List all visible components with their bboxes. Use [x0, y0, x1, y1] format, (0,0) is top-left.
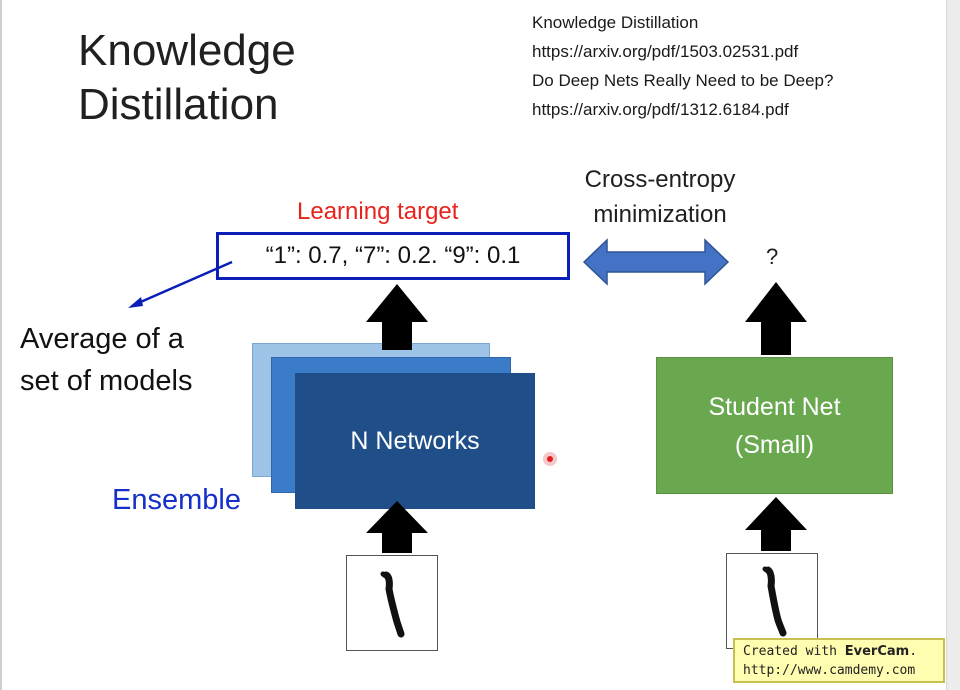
- learning-target-label: Learning target: [297, 198, 459, 225]
- watermark-line-1: Created with EverCam.: [743, 642, 943, 661]
- handwritten-digit-one-icon: [380, 571, 405, 638]
- watermark-brand: EverCam: [844, 644, 910, 659]
- average-of-models-label: Average of a set of models: [20, 318, 192, 402]
- cross-entropy-label: Cross-entropy minimization: [560, 162, 760, 232]
- average-line-2: set of models: [20, 365, 193, 397]
- reference-title-2: Do Deep Nets Really Need to be Deep?: [532, 71, 834, 90]
- watermark-suffix: .: [909, 644, 918, 659]
- teacher-networks-label: N Networks: [350, 426, 480, 455]
- slide-left-edge: [0, 0, 2, 690]
- student-output-placeholder: ?: [766, 244, 779, 269]
- average-line-1: Average of a: [20, 323, 184, 355]
- pointer-arrowhead-icon: [128, 297, 143, 308]
- watermark-url: http://www.camdemy.com: [743, 663, 916, 678]
- pointer-line: [135, 260, 233, 306]
- arrow-up-icon: [745, 282, 807, 355]
- watermark-prefix: Created with: [743, 644, 845, 659]
- reference-link-1: https://arxiv.org/pdf/1503.02531.pdf: [532, 42, 799, 61]
- handwritten-digit-one-icon: [762, 566, 787, 637]
- student-net-line-1: Student Net: [708, 392, 841, 421]
- teacher-networks-box: N Networks: [295, 373, 535, 509]
- student-net-box: Student Net (Small): [656, 357, 893, 494]
- references: Knowledge Distillation https://arxiv.org…: [532, 8, 833, 124]
- slide-right-edge: [946, 0, 960, 690]
- ensemble-label: Ensemble: [112, 484, 241, 516]
- cross-entropy-line-2: minimization: [593, 201, 727, 228]
- evercam-watermark: Created with EverCam. http://www.camdemy…: [733, 638, 945, 683]
- student-input-digit-image: [726, 553, 818, 649]
- cursor-marker-icon: [543, 452, 557, 466]
- reference-link-2: https://arxiv.org/pdf/1312.6184.pdf: [532, 100, 789, 119]
- reference-title-1: Knowledge Distillation: [532, 13, 699, 32]
- title-line-2: Distillation: [78, 80, 279, 129]
- student-net-line-2: (Small): [734, 430, 815, 459]
- slide-title: Knowledge Distillation: [78, 24, 296, 132]
- arrow-up-icon: [366, 284, 428, 350]
- arrow-up-icon: [745, 497, 807, 551]
- arrow-up-icon: [366, 501, 428, 553]
- title-line-1: Knowledge: [78, 26, 296, 75]
- learning-target-box: “1”: 0.7, “7”: 0.2. “9”: 0.1: [216, 232, 570, 280]
- double-arrow-icon: [582, 238, 730, 286]
- teacher-input-digit-image: [346, 555, 438, 651]
- cross-entropy-line-1: Cross-entropy: [584, 166, 736, 193]
